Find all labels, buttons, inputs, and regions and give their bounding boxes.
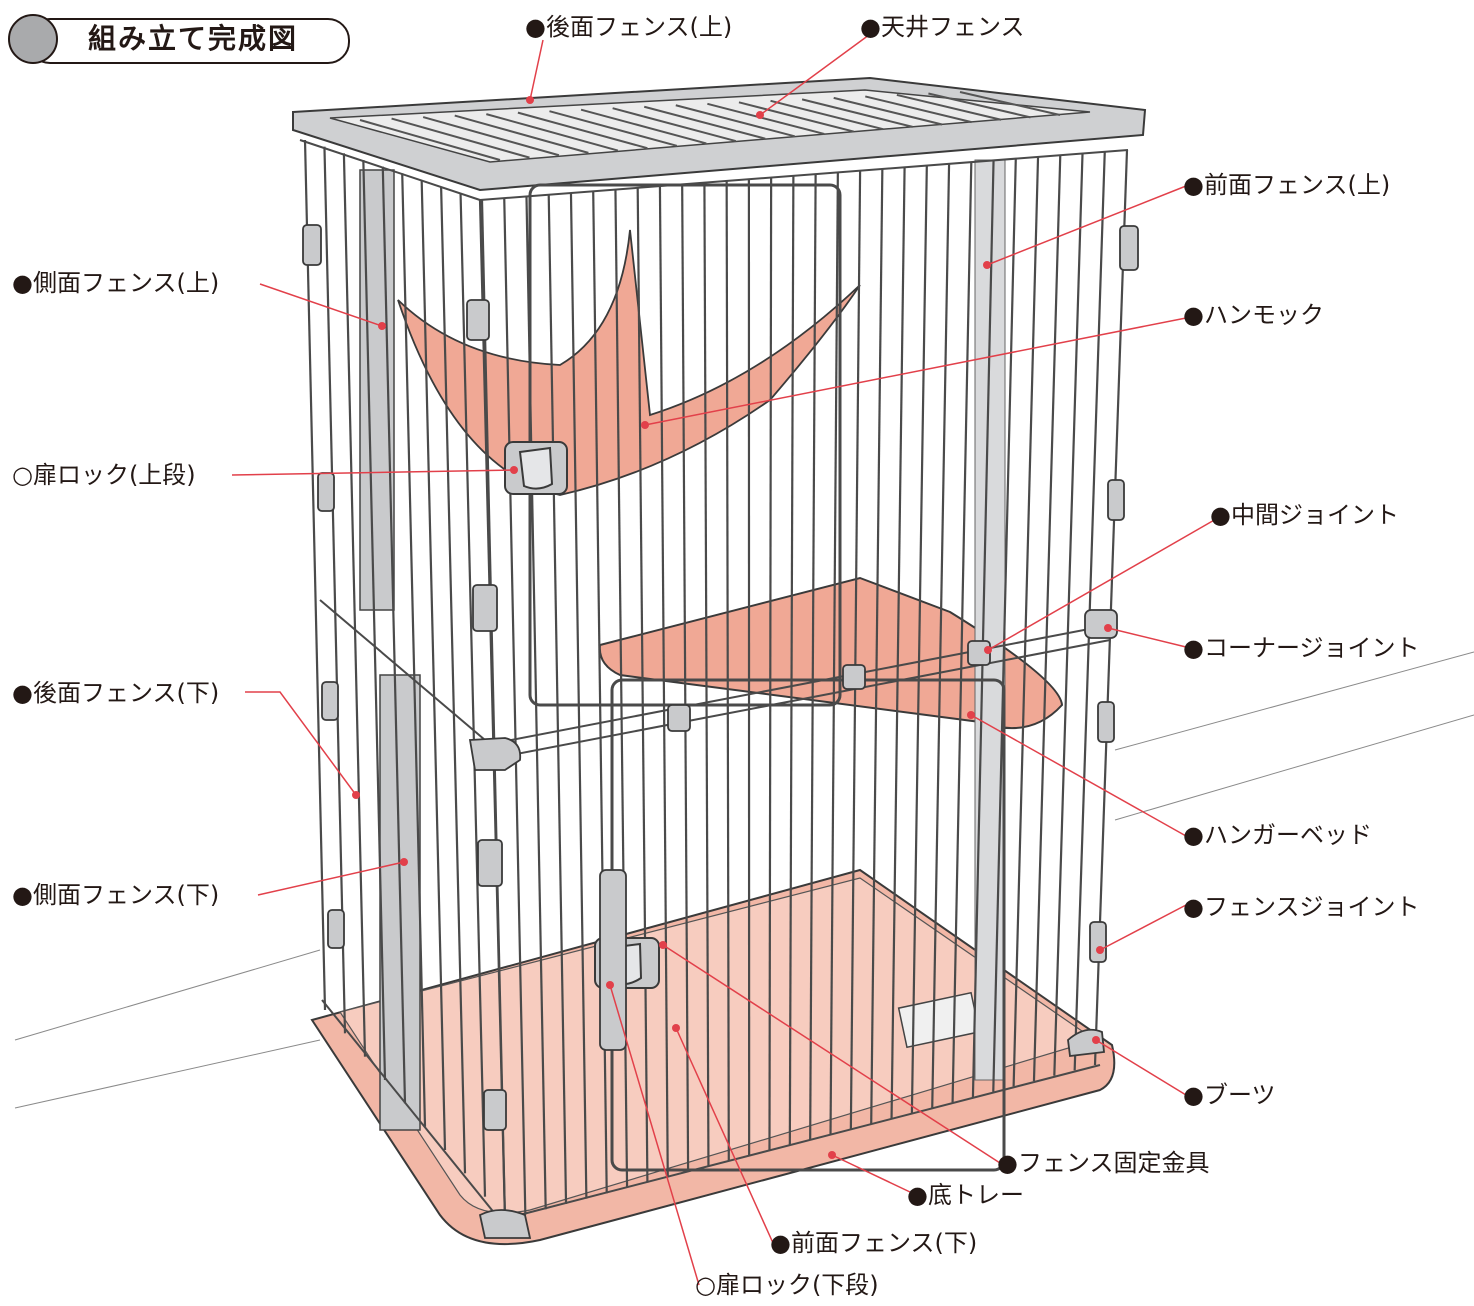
label-boots: ●ブーツ	[1183, 1081, 1276, 1109]
label-rear-fence-upper: ●後面フェンス(上)	[525, 13, 733, 41]
page-title: 組み立て完成図	[88, 22, 299, 55]
label-door-lock-lower: ○扉ロック(下段)	[695, 1271, 879, 1299]
label-side-fence-upper: ●側面フェンス(上)	[12, 269, 220, 297]
label-ceiling-fence: ●天井フェンス	[860, 13, 1025, 41]
label-bottom-tray: ●底トレー	[907, 1181, 1024, 1209]
wire-bars	[303, 139, 1129, 1221]
label-corner-joint: ●コーナージョイント	[1183, 634, 1420, 662]
title-pill	[28, 18, 350, 64]
floor-lines	[14, 651, 1474, 1109]
rails	[299, 139, 1129, 1221]
ceiling-frame	[292, 76, 1147, 192]
leader-lines	[231, 31, 1224, 1286]
label-middle-joint: ●中間ジョイント	[1210, 501, 1399, 529]
label-front-fence-lower: ●前面フェンス(下)	[770, 1229, 978, 1257]
label-rear-fence-lower: ●後面フェンス(下)	[12, 679, 220, 707]
label-side-fence-lower: ●側面フェンス(下)	[12, 881, 220, 909]
label-front-fence-upper: ●前面フェンス(上)	[1183, 171, 1391, 199]
label-fence-joint: ●フェンスジョイント	[1183, 893, 1420, 921]
label-hanger-bed: ●ハンガーベッド	[1183, 821, 1372, 849]
door-lock-upper-icon	[504, 441, 568, 495]
label-fence-fixing-bracket: ●フェンス固定金具	[997, 1149, 1210, 1177]
title-badge: 組み立て完成図	[8, 14, 354, 66]
label-hammock: ●ハンモック	[1183, 301, 1324, 329]
title-circle-icon	[8, 14, 58, 64]
door-lock-lower-icon	[594, 869, 660, 1051]
label-door-lock-upper: ○扉ロック(上段)	[12, 461, 196, 489]
joints	[302, 224, 1139, 1239]
leader-dots	[352, 96, 1112, 1159]
